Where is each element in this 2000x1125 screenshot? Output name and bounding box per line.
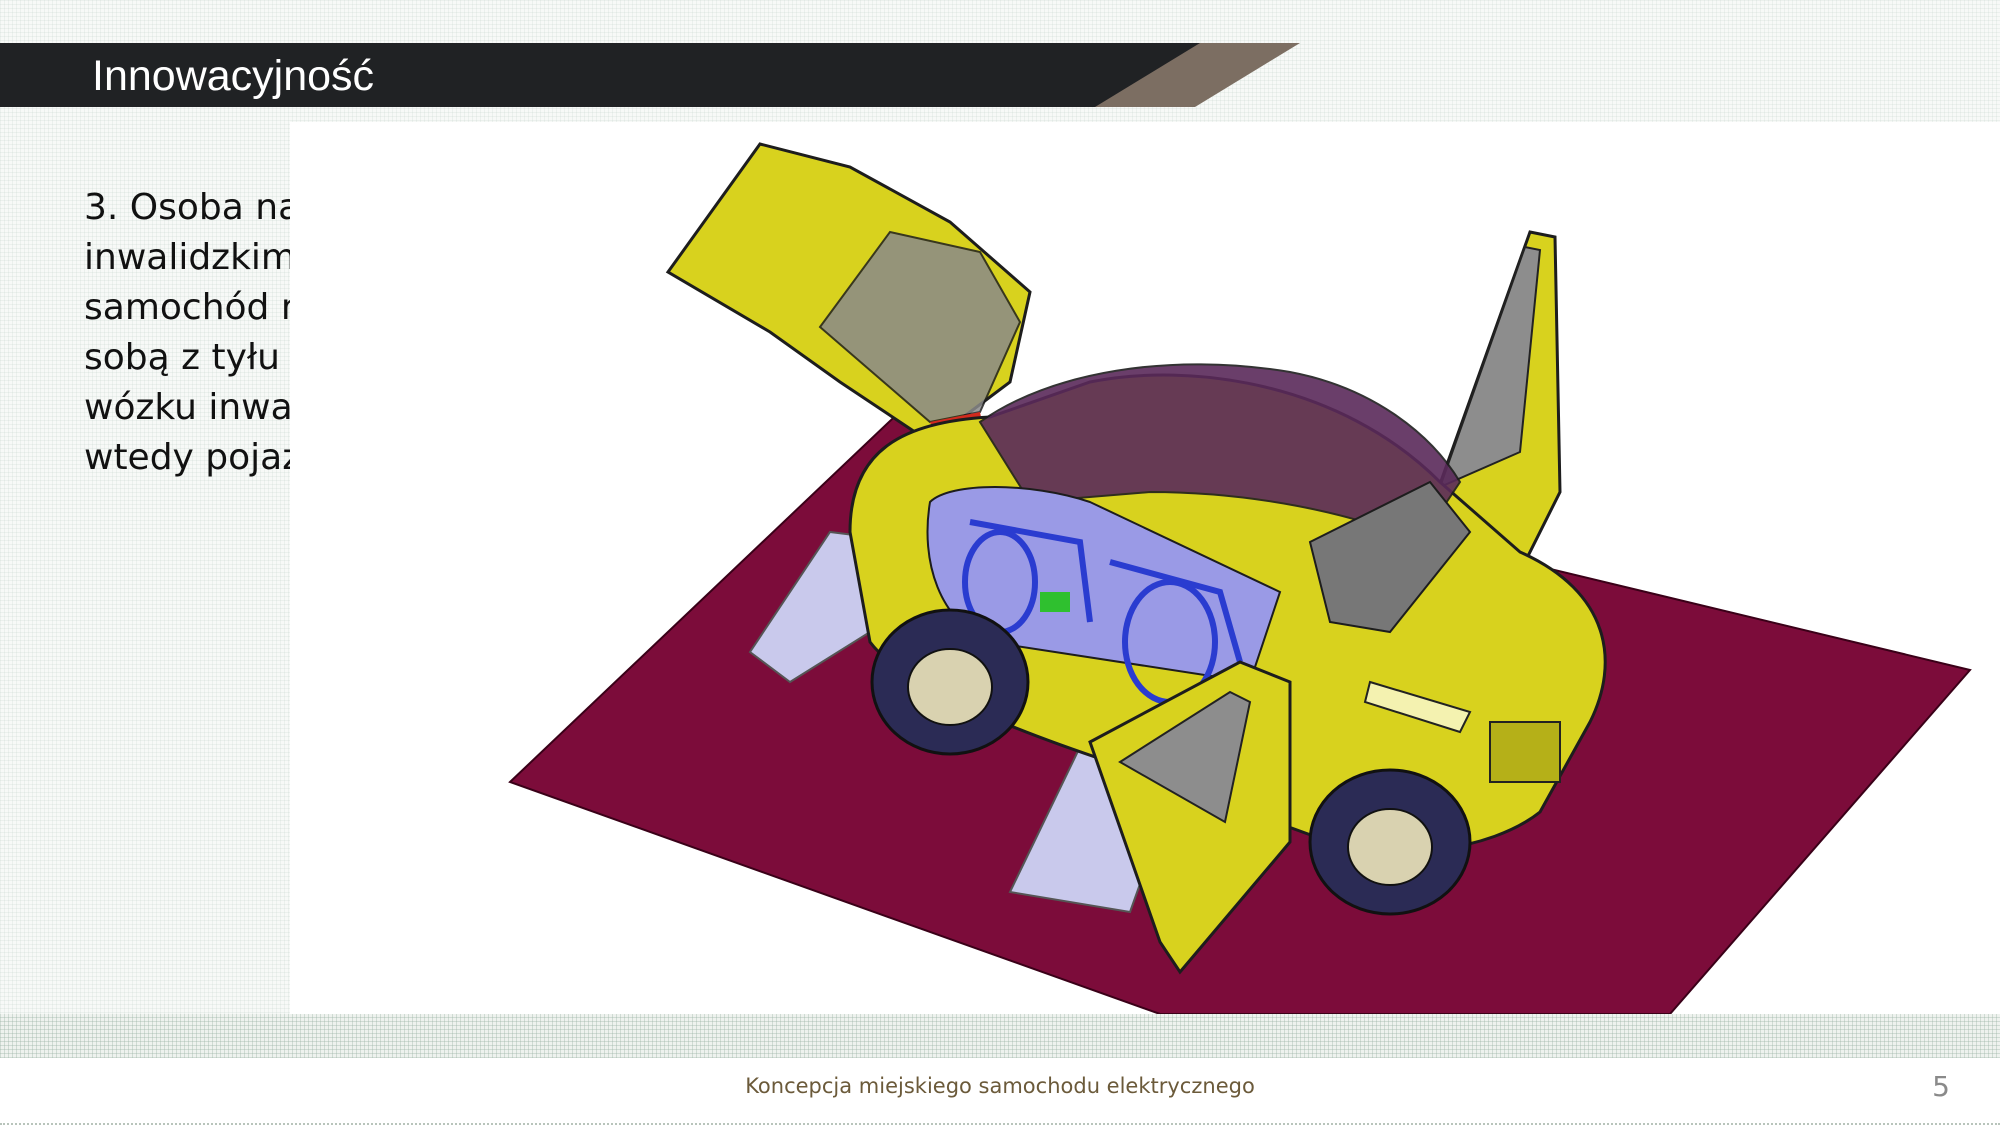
front-door-panel: [1118, 690, 1252, 824]
wheelchair-frame: [962, 519, 1243, 705]
front-grille: [1489, 721, 1561, 783]
footer-title: Koncepcja miejskiego samochodu elektrycz…: [745, 1074, 1255, 1098]
right-door-window: [1438, 245, 1542, 489]
title-bar-shape: [0, 43, 1300, 107]
page-number: 5: [1932, 1070, 1950, 1103]
front-wheel: [1308, 768, 1472, 916]
title-bar: [0, 43, 1300, 107]
footer: [0, 1058, 2000, 1125]
slide-title: Innowacyjność: [92, 52, 375, 100]
car-cad-illustration: [508, 142, 1972, 1014]
footer-pattern-band: [0, 1014, 2000, 1058]
rear-wheel: [870, 608, 1030, 756]
figure-panel: [290, 122, 2000, 1014]
seat-green: [1040, 592, 1070, 612]
headlight: [1363, 680, 1472, 734]
windshield: [1308, 480, 1472, 634]
glass-roof: [978, 363, 1462, 544]
